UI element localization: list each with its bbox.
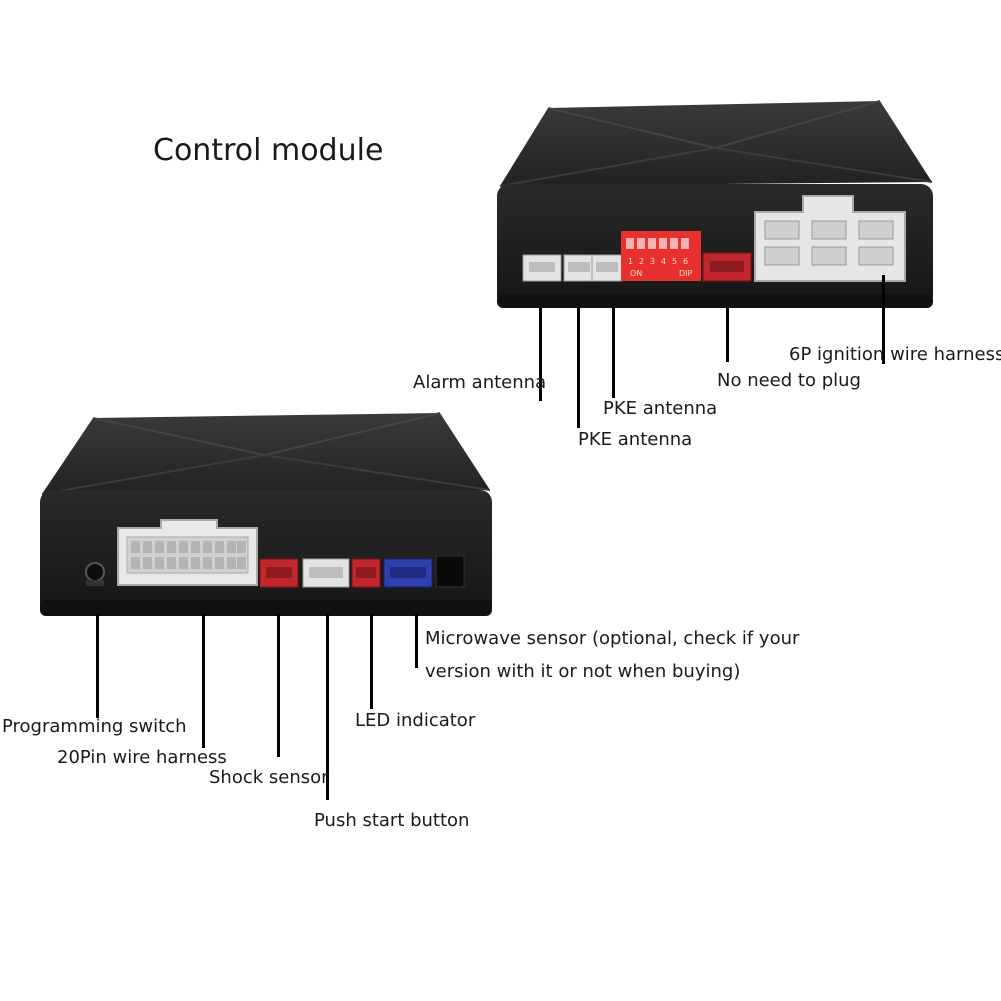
leader-led-indicator: [370, 614, 373, 709]
module-bottom-left: [40, 412, 492, 616]
dip-number-5: 5: [672, 257, 677, 266]
label-pke-antenna-2: PKE antenna: [603, 398, 718, 419]
dip-number-4: 4: [661, 257, 666, 266]
pke-antenna-port-1: [563, 254, 595, 282]
leader-pke-antenna-2: [612, 308, 615, 398]
dip-number-6: 6: [683, 257, 688, 266]
label-alarm-antenna: Alarm antenna: [413, 372, 547, 393]
label-led-indicator: LED indicator: [355, 710, 476, 731]
microwave-sensor-port: [383, 558, 433, 588]
module-top-right-lid: [500, 101, 932, 186]
leader-microwave-sensor: [415, 614, 418, 668]
ignition-6p-connector: [754, 195, 906, 282]
label-20pin-harness: 20Pin wire harness: [57, 747, 227, 768]
label-microwave-line2: version with it or not when buying): [425, 661, 741, 682]
wire-harness-20pin-connector: [117, 519, 258, 586]
pke-antenna-port-2: [591, 254, 623, 282]
module-bottom-left-front: [40, 490, 492, 616]
leader-no-need-to-plug: [726, 308, 729, 362]
alarm-antenna-port: [522, 254, 562, 282]
dip-on-label: ON: [630, 269, 642, 278]
dip-switch: 1 2 3 4 5 6 ON DIP: [621, 231, 701, 281]
unused-red-port: [702, 252, 752, 282]
label-push-start: Push start button: [314, 810, 470, 831]
leader-20pin-harness: [202, 614, 205, 748]
dip-label: DIP: [679, 269, 693, 278]
leader-shock-sensor: [277, 614, 280, 757]
label-shock-sensor: Shock sensor: [209, 767, 329, 788]
blank-port: [435, 555, 465, 588]
leader-ignition-harness: [882, 275, 885, 364]
leader-programming-switch: [96, 614, 99, 718]
module-top-right: 1 2 3 4 5 6 ON DIP: [497, 100, 933, 308]
label-ignition-harness: 6P ignition wire harness: [789, 344, 1001, 365]
label-no-need-to-plug: No need to plug: [717, 370, 861, 391]
shock-sensor-port: [259, 558, 299, 588]
leader-alarm-antenna: [539, 308, 542, 401]
label-programming-switch: Programming switch: [2, 716, 187, 737]
leader-pke-antenna-1: [577, 308, 580, 428]
led-indicator-port: [351, 558, 381, 588]
programming-switch-port: [85, 562, 105, 586]
push-start-port: [302, 558, 350, 588]
label-pke-antenna-1: PKE antenna: [578, 429, 693, 450]
dip-number-2: 2: [639, 257, 644, 266]
dip-number-1: 1: [628, 257, 633, 266]
leader-push-start: [326, 614, 329, 800]
dip-number-3: 3: [650, 257, 655, 266]
page-title: Control module: [153, 133, 384, 168]
label-microwave-line1: Microwave sensor (optional, check if you…: [425, 628, 800, 649]
